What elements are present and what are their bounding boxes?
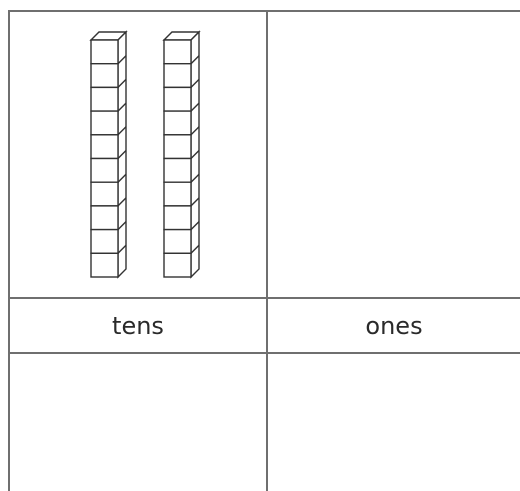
unit-cube: [164, 230, 191, 254]
unit-cube: [164, 87, 191, 111]
unit-cube: [91, 182, 118, 206]
unit-cube: [164, 159, 191, 183]
unit-cube: [91, 159, 118, 183]
unit-cube: [91, 40, 118, 64]
unit-cube: [91, 230, 118, 254]
unit-cube: [91, 87, 118, 111]
tens-column-label: tens: [112, 312, 164, 340]
unit-cube: [164, 182, 191, 206]
unit-cube: [91, 135, 118, 159]
base-ten-rod-icon: [91, 32, 126, 277]
unit-cube: [164, 135, 191, 159]
unit-cube: [91, 64, 118, 88]
table-grid: [8, 11, 520, 491]
unit-cube: [91, 253, 118, 277]
unit-cube: [164, 111, 191, 135]
tens-blocks: [91, 32, 199, 277]
base-ten-rod-icon: [164, 32, 199, 277]
unit-cube: [91, 111, 118, 135]
unit-cube: [164, 40, 191, 64]
unit-cube: [164, 253, 191, 277]
unit-cube: [164, 64, 191, 88]
unit-cube: [164, 206, 191, 230]
unit-cube: [91, 206, 118, 230]
ones-column-label: ones: [365, 312, 422, 340]
